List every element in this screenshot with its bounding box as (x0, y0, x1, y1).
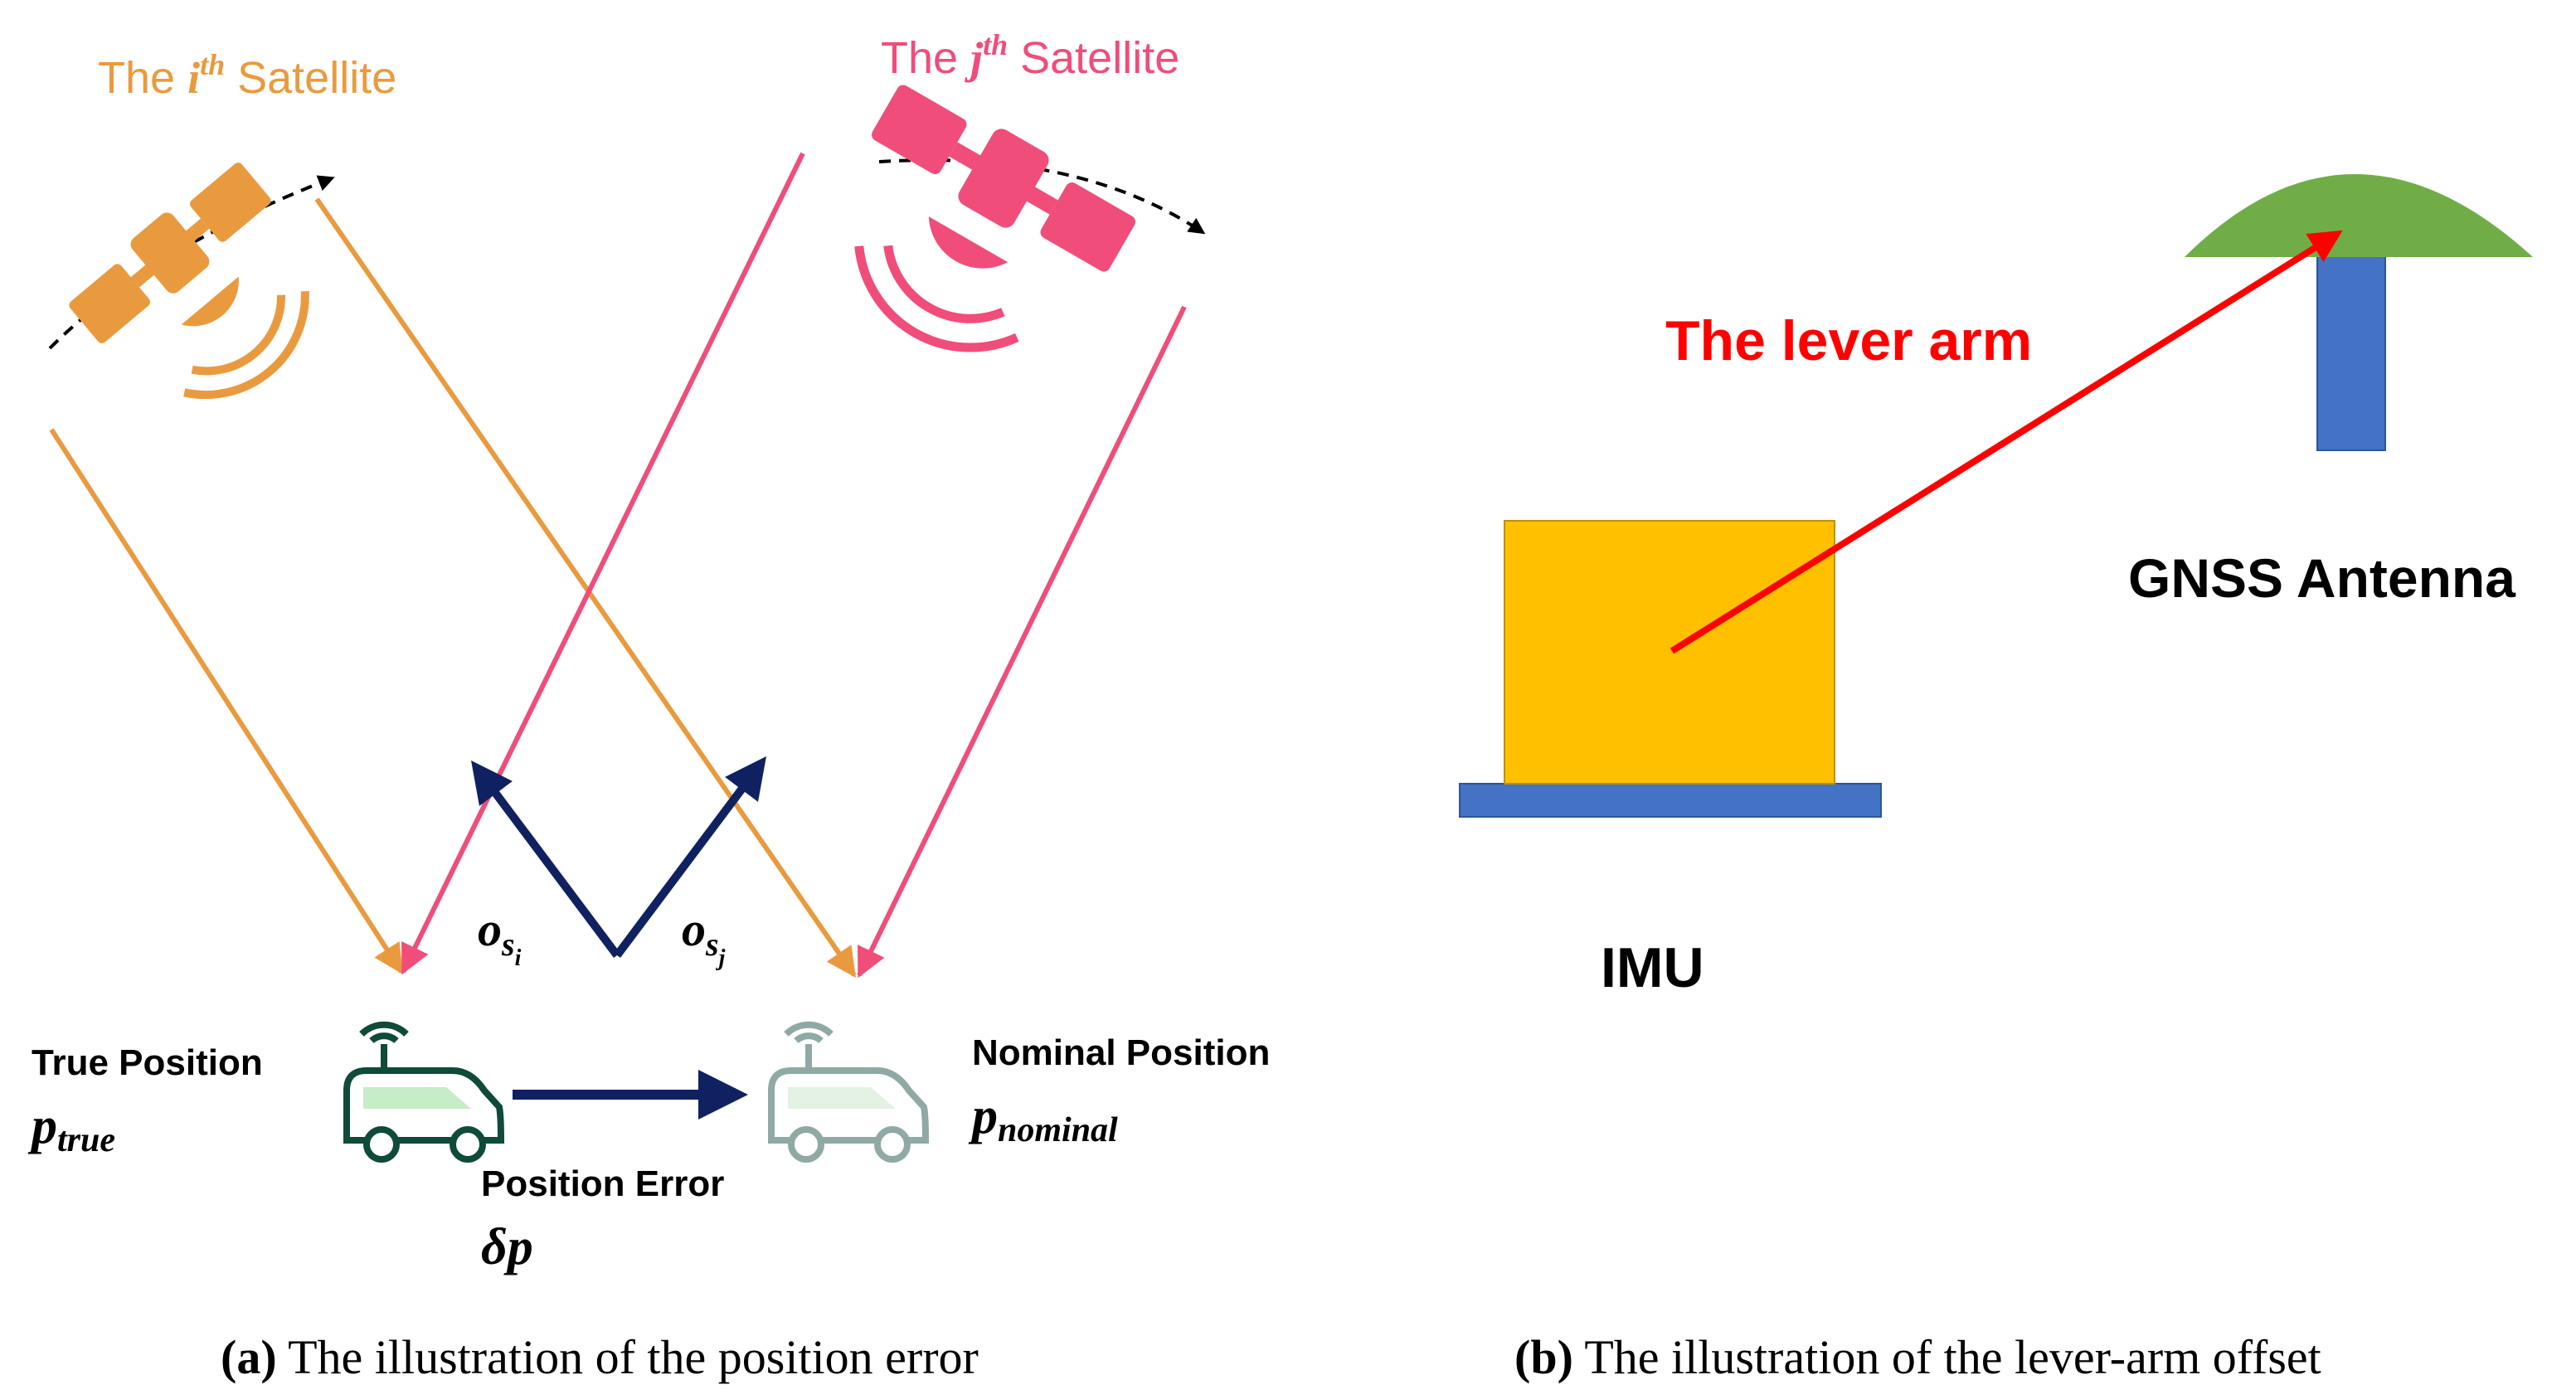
panel-a: The ith Satellite The jth Satellite osi … (27, 28, 1270, 1384)
satellite-icon (69, 163, 309, 400)
sat-j-label: The jth Satellite (881, 28, 1179, 83)
sat-j-orbit (878, 158, 1206, 235)
sat-i-label: The ith Satellite (98, 48, 396, 103)
o-si-label: osi (478, 902, 522, 971)
antenna-icon (2185, 174, 2533, 257)
panel-b: The lever arm GNSS Antenna IMU (b) The i… (1459, 174, 2533, 1384)
caption-a: (a) The illustration of the position err… (221, 1330, 979, 1384)
imu-base-plate (1459, 783, 1882, 818)
signal-ray-j-nominal (857, 305, 1187, 979)
caption-b: (b) The illustration of the lever-arm of… (1514, 1330, 2321, 1384)
lever-arm-vector (1670, 230, 2343, 654)
imu-label: IMU (1601, 936, 1704, 999)
o-sj-label: osj (682, 902, 726, 971)
p-true-symbol: ptrue (27, 1098, 115, 1159)
position-error-label: Position Error (481, 1163, 724, 1204)
signal-ray-i-nominal (314, 197, 857, 978)
unit-vector-sj (614, 756, 766, 958)
lever-arm-label: The lever arm (1665, 309, 2032, 372)
imu-box (1504, 520, 1835, 785)
car-icon (768, 1021, 930, 1163)
gnss-antenna-label: GNSS Antenna (2128, 547, 2516, 609)
nominal-position-label: Nominal Position (972, 1032, 1270, 1073)
signal-ray-j-true (401, 152, 805, 975)
unit-vector-si (471, 760, 621, 958)
signal-ray-i-true (49, 428, 404, 975)
p-nominal-symbol: pnominal (968, 1088, 1118, 1149)
car-icon (343, 1021, 505, 1163)
antenna-mast (2316, 255, 2386, 451)
sat-i-orbit (48, 175, 335, 350)
satellite-icon (854, 85, 1135, 352)
true-position-label: True Position (32, 1042, 263, 1083)
delta-p-symbol: δp (481, 1219, 533, 1275)
